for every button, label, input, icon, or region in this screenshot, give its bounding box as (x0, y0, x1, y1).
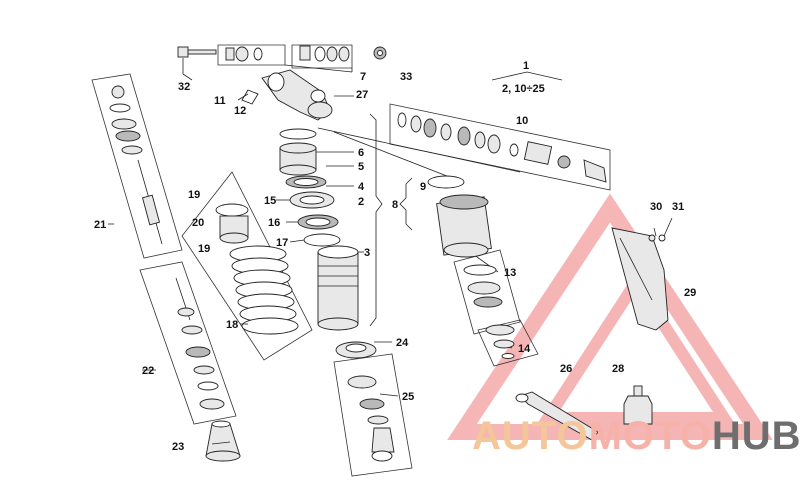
watermark-hub: HUB (711, 414, 800, 458)
part-lower-eye-25 (333, 353, 413, 477)
callout-labels: 1 2, 10÷25 2 3 4 5 6 7 8 9 10 11 12 13 1… (94, 60, 696, 453)
callout-16: 16 (268, 217, 280, 229)
callout-9: 9 (420, 181, 426, 193)
callout-13: 13 (504, 267, 516, 279)
callout-27: 27 (356, 89, 368, 101)
part-sleeve-6 (279, 128, 317, 176)
callout-12: 12 (234, 105, 246, 117)
part-oil-bottle-28 (623, 385, 653, 425)
brace-8 (399, 177, 413, 231)
callout-19-upper: 19 (188, 189, 200, 201)
callout-18: 18 (226, 319, 238, 331)
part-bolt-32 (177, 46, 217, 74)
callout-8: 8 (392, 199, 398, 211)
callout-3: 3 (364, 247, 370, 259)
callout-31: 31 (672, 201, 684, 213)
part-wrench-26 (515, 391, 599, 441)
brace-top (491, 71, 563, 81)
part-bump-stop-23 (205, 420, 241, 462)
callout-17: 17 (276, 237, 288, 249)
part-bushing-set-7 (217, 44, 353, 73)
callout-15: 15 (264, 195, 276, 207)
spring-coils (229, 245, 299, 335)
callout-30: 30 (650, 201, 662, 213)
part-shock-head-27 (241, 69, 333, 121)
watermark-moto: MOTO (588, 414, 712, 458)
callout-20: 20 (192, 217, 204, 229)
assembly-header (491, 71, 563, 81)
part-rod-assembly-21 (91, 73, 183, 259)
brace-2 (369, 113, 383, 327)
part-valve-assembly-22 (139, 261, 237, 425)
callout-26: 26 (560, 363, 572, 375)
callout-4: 4 (358, 181, 365, 193)
part-seal-13 (453, 249, 521, 335)
callout-7: 7 (360, 71, 366, 83)
callout-6: 6 (358, 147, 364, 159)
part-reservoir-10 (389, 103, 611, 191)
callout-21: 21 (94, 219, 106, 231)
part-ring-17 (303, 233, 341, 247)
part-nut-33 (373, 46, 387, 60)
part-guard-29 (611, 227, 669, 331)
callout-11: 11 (214, 95, 226, 107)
part-ring-16 (297, 214, 339, 230)
callout-33: 33 (400, 71, 412, 83)
callout-22: 22 (142, 365, 154, 377)
part-piston-14 (477, 319, 539, 367)
part-cartridge-9 (427, 175, 492, 258)
callout-10: 10 (516, 115, 528, 127)
part-lower-mount-24 (335, 341, 377, 359)
callout-2-range: 2, 10÷25 (502, 83, 545, 95)
watermark-logo (447, 193, 773, 440)
callout-24: 24 (396, 337, 409, 349)
callout-14: 14 (518, 343, 531, 355)
callout-28: 28 (612, 363, 624, 375)
watermark-triangle-outer (447, 193, 773, 440)
callout-19-lower: 19 (198, 243, 210, 255)
callout-5: 5 (358, 161, 364, 173)
callout-25: 25 (402, 391, 414, 403)
callout-1: 1 (523, 60, 529, 72)
callout-23: 23 (172, 441, 184, 453)
watermark-text: AUTOMOTOHUB (472, 414, 800, 459)
part-shock-body-3 (317, 245, 359, 331)
callout-29: 29 (684, 287, 696, 299)
part-spring-18 (181, 171, 313, 361)
part-screw-30-31 (648, 217, 673, 242)
part-spring-seat-15 (289, 191, 335, 209)
part-ring-5 (285, 175, 327, 189)
watermark-auto: AUTO (472, 414, 589, 458)
leader-lines (108, 73, 521, 445)
callout-32: 32 (178, 81, 190, 93)
callout-2: 2 (358, 196, 364, 208)
